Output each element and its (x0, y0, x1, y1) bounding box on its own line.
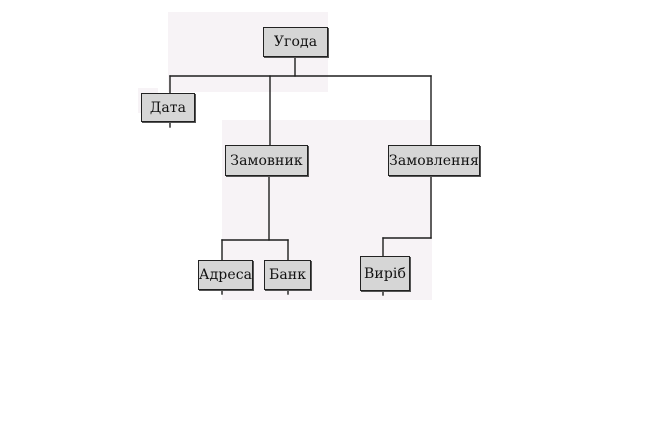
node-data: Дата (141, 93, 195, 122)
node-zamovnyk: Замовник (225, 145, 308, 176)
node-zamovlennia: Замовлення (388, 145, 480, 176)
node-adresa: Адреса (198, 260, 253, 290)
node-bank: Банк (264, 260, 311, 290)
node-vyrib: Виріб (360, 256, 410, 291)
node-ugoda: Угода (263, 27, 328, 57)
